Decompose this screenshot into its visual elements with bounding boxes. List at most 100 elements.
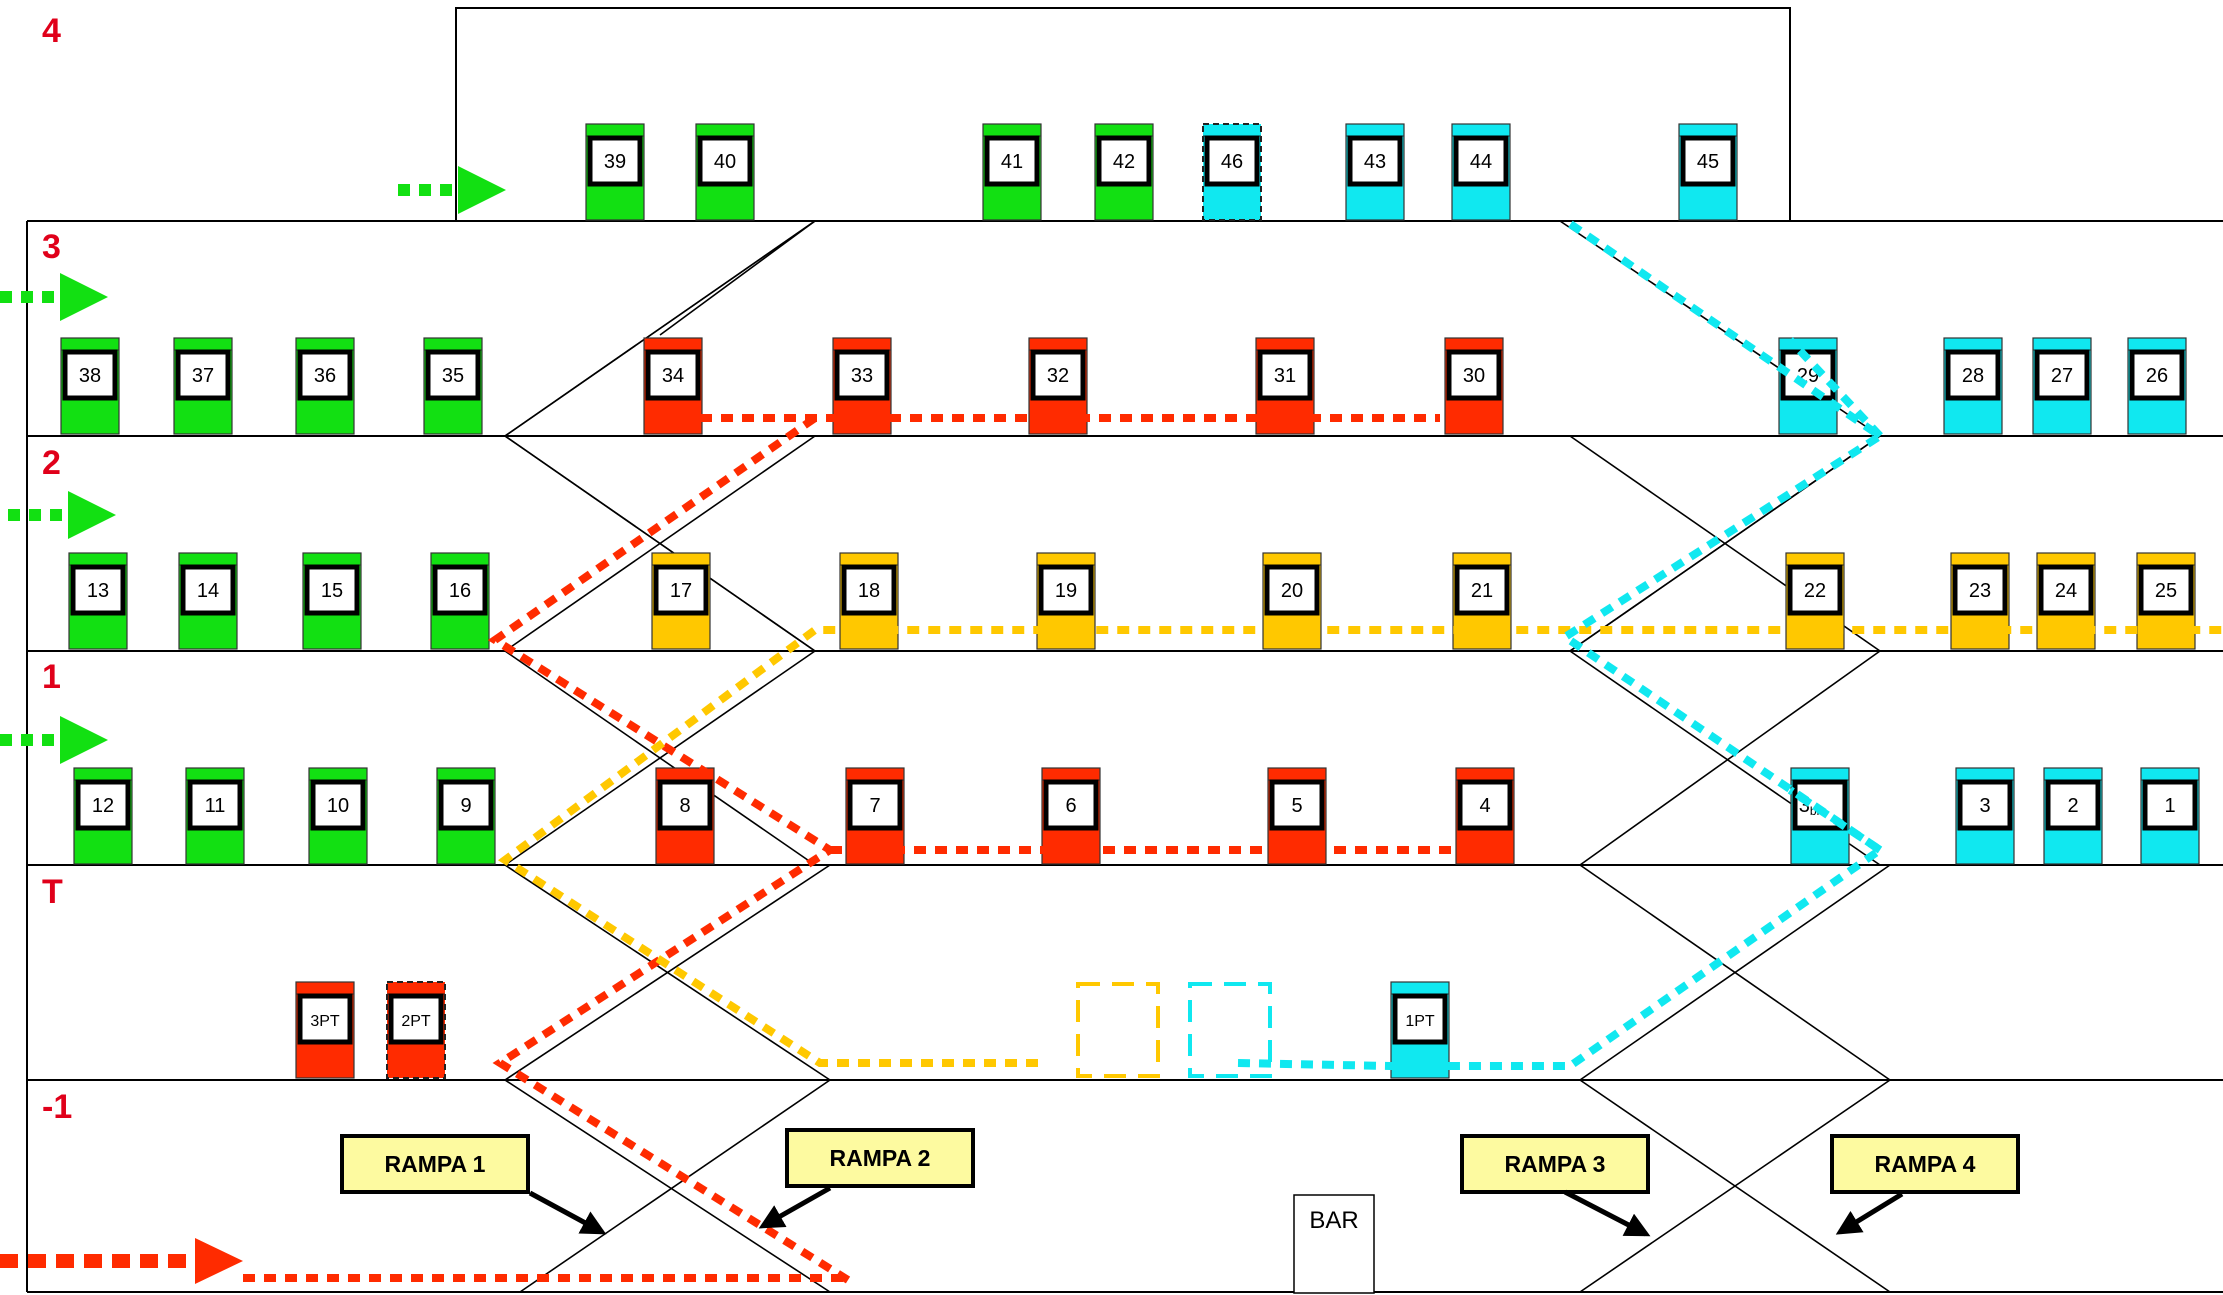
cyan-route [1237,217,1888,1070]
unit-label-box [2045,779,2101,831]
parking-unit: 44 [1451,123,1511,221]
unit-label-box [304,564,360,616]
unit-label: 3 [1979,795,1990,817]
parking-unit: 1PT [1390,981,1450,1079]
green-arrow-head [68,491,116,539]
unit-label: 4 [1479,795,1490,817]
unit-label: 14 [197,580,219,602]
ramp-label-2: RAMPA 2 [758,1128,975,1229]
unit-label-box [1392,993,1448,1045]
parking-unit: 34 [643,337,703,435]
ramp-label-1: RAMPA 1 [340,1134,607,1235]
unit-label-box [834,349,890,401]
unit-label: 2 [2067,795,2078,817]
unit-label-box [1454,564,1510,616]
green-arrow-head [458,166,506,214]
green-arrow-head [60,273,108,321]
unit-label: 20 [1281,580,1303,602]
cyan-floor3-route [1787,337,1883,439]
unit-label: 2PT [401,1013,431,1030]
parking-unit: 3 [1955,767,2015,865]
ramp-line [504,220,816,437]
unit-label-box [1038,564,1094,616]
parking-unit: 22 [1785,552,1845,650]
unit-label-box [2129,349,2185,401]
parking-unit: 1 [2140,767,2200,865]
parking-unit: 36 [295,337,355,435]
parking-unit: 19 [1036,552,1096,650]
unit-label: 43 [1364,151,1386,173]
unit-label-box [1680,135,1736,187]
parking-unit: 30 [1444,337,1504,435]
unit-label-box [645,349,701,401]
ramp-text: RAMPA 1 [385,1151,486,1177]
parking-unit: 18 [839,552,899,650]
ramp-box [1830,1134,2020,1194]
unit-label-box [297,349,353,401]
floor-label-f2: 2 [42,444,61,482]
route-paths [0,166,2223,1284]
unit-label: 3PT [310,1013,340,1030]
unit-label: 24 [2055,580,2077,602]
unit-label-box [1204,135,1260,187]
unit-label-box [1446,349,1502,401]
parking-unit: 14 [178,552,238,650]
parking-unit: 9 [436,767,496,865]
parking-unit: 38 [60,337,120,435]
unit-label: 21 [1471,580,1493,602]
unit-label-box [297,993,353,1045]
unit-label: 38 [79,365,101,387]
ramp-label-4: RAMPA 4 [1830,1134,2020,1235]
parking-unit: 41 [982,123,1042,221]
cyan-floor1-route [1787,786,1883,854]
unit-label: 10 [327,795,349,817]
unit-label-box [187,779,243,831]
parking-unit: 15 [302,552,362,650]
unit-label-box [425,349,481,401]
floor-label-f3: 3 [42,228,61,266]
unit-label-box [1030,349,1086,401]
parking-unit: 17 [651,552,711,650]
parking-unit: 31 [1255,337,1315,435]
ramp-line [504,1079,831,1293]
ramp-line [504,650,816,866]
unit-label-box [1257,349,1313,401]
parking-unit: 13 [68,552,128,650]
ramp-line [1579,1079,1891,1293]
unit-label: 26 [2146,365,2168,387]
ramp-line [1579,864,1891,1081]
unit-label-box [653,564,709,616]
ramp-pointer-arrow [1563,1189,1651,1237]
parking-unit: 27 [2032,337,2092,435]
ramp-pointer-arrow [528,1190,607,1235]
ramp-line [1569,435,1881,652]
bar-outline [1293,1194,1375,1294]
unit-label: 41 [1001,151,1023,173]
unit-label: 25 [2155,580,2177,602]
unit-label: 28 [1962,365,1984,387]
parking-unit: 3bis [1790,767,1850,865]
unit-label: 23 [1969,580,1991,602]
unit-label: 6 [1065,795,1076,817]
unit-label-box [70,564,126,616]
unit-label-box [2142,779,2198,831]
parking-unit: 43 [1345,123,1405,221]
unit-label: 44 [1470,151,1492,173]
floor-label-fT: T [42,873,63,911]
ramp-box [340,1134,530,1194]
ramp-text: RAMPA 4 [1875,1151,1976,1177]
unit-label-box [1269,779,1325,831]
unit-label-box [438,779,494,831]
ramp-line [504,435,816,652]
parking-unit: 16 [430,552,490,650]
parking-unit: 35 [423,337,483,435]
parking-unit: 25 [2136,552,2196,650]
parking-unit: 28 [1943,337,2003,435]
floor-4-outline [455,7,1791,221]
unit-label-box [1787,564,1843,616]
unit-label-box [841,564,897,616]
ramp-line [519,1079,831,1293]
